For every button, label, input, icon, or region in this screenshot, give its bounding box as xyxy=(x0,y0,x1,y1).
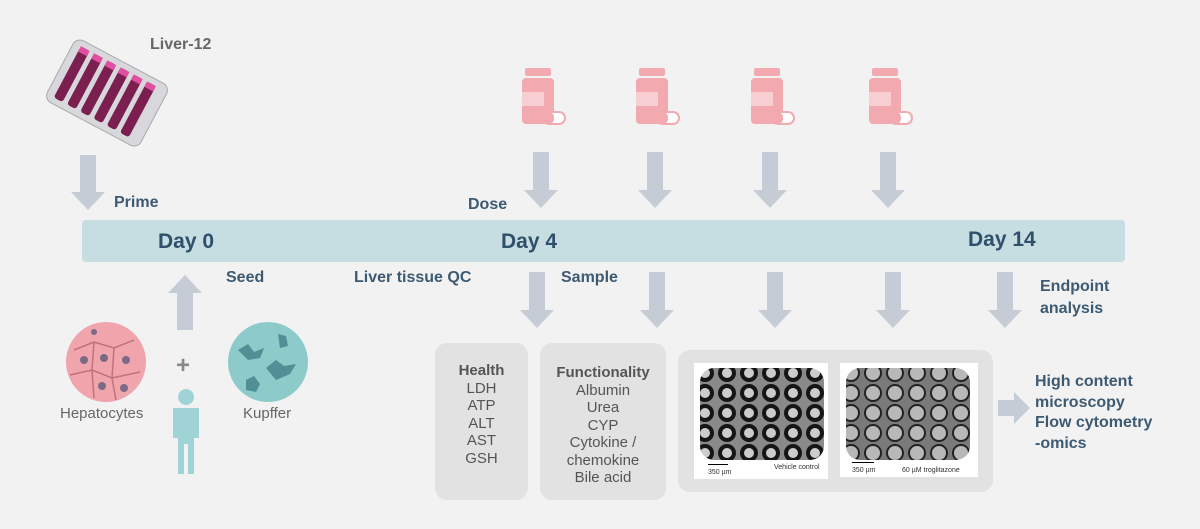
vehicle-control-image: 350 µm Vehicle control xyxy=(694,363,828,479)
vehicle-control-caption: Vehicle control xyxy=(774,464,820,471)
sample-arrow-icon xyxy=(520,272,554,328)
prime-arrow-icon xyxy=(71,155,105,210)
functionality-item: Albumin xyxy=(575,381,631,399)
endpoint-analysis-label: Endpoint analysis xyxy=(1040,278,1110,317)
seed-label: Seed xyxy=(226,269,265,286)
dose-arrow-icon xyxy=(638,152,672,208)
troglitazone-caption: 60 µM troglitazone xyxy=(902,467,960,474)
liver-tissue-qc-label: Liver tissue QC xyxy=(354,269,472,286)
prime-label: Prime xyxy=(114,194,159,211)
drug-bottle-icon xyxy=(751,68,795,125)
functionality-item: Bile acid xyxy=(574,469,632,486)
day-14-label: Day 14 xyxy=(968,228,1036,251)
dose-arrow-icon xyxy=(871,152,905,208)
sample-arrow-icon xyxy=(640,272,674,328)
day-0-label: Day 0 xyxy=(158,230,215,253)
kupffer-cells-icon xyxy=(228,322,308,402)
hepatocytes-label: Hepatocytes xyxy=(60,405,144,422)
output-item: microscopy xyxy=(1035,393,1125,411)
endpoint-outputs: High content microscopy Flow cytometry -… xyxy=(1035,372,1152,454)
up-arrow-icon xyxy=(168,275,202,330)
dose-label: Dose xyxy=(468,196,508,213)
sample-arrow-icon xyxy=(758,272,792,328)
dose-arrow-icon xyxy=(753,152,787,208)
device-label: Liver-12 xyxy=(150,36,212,53)
dose-arrow-icon xyxy=(524,152,558,208)
functionality-panel: Functionality Albumin Urea CYP Cytokine … xyxy=(540,343,666,500)
hepatocytes-icon xyxy=(66,322,146,402)
drug-bottle-icon xyxy=(522,68,566,125)
sample-label: Sample xyxy=(561,269,618,286)
health-item: GSH xyxy=(465,449,498,467)
kupffer-label: Kupffer xyxy=(243,405,292,422)
liver-12-plate-image xyxy=(46,39,168,147)
drug-bottle-icon xyxy=(636,68,680,125)
health-item: AST xyxy=(466,432,497,449)
drug-bottle-icon xyxy=(869,68,913,125)
right-arrow-icon xyxy=(998,392,1030,424)
health-item: LDH xyxy=(466,379,497,397)
output-item: High content xyxy=(1035,373,1133,390)
functionality-item: CYP xyxy=(587,416,619,434)
health-item: ALT xyxy=(468,414,495,432)
health-item: ATP xyxy=(467,397,496,414)
functionality-item: Cytokine / xyxy=(569,434,637,451)
functionality-title: Functionality xyxy=(556,364,650,381)
health-panel: Health LDH ATP ALT AST GSH xyxy=(435,343,528,500)
plus-sign: + xyxy=(176,352,191,379)
troglitazone-image: 350 µm 60 µM troglitazone xyxy=(840,363,978,477)
timeline-bar xyxy=(82,220,1125,262)
functionality-item: Urea xyxy=(586,399,620,416)
functionality-item: chemokine xyxy=(566,451,640,469)
health-title: Health xyxy=(458,362,505,379)
day-4-label: Day 4 xyxy=(501,230,558,253)
sample-arrow-icon xyxy=(876,272,910,328)
scale-bar-label: 350 µm xyxy=(708,469,732,476)
human-donor-icon xyxy=(173,389,199,474)
sample-arrow-icon xyxy=(988,272,1022,328)
output-item: Flow cytometry xyxy=(1035,414,1153,431)
scale-bar-label: 350 µm xyxy=(852,467,876,474)
output-item: -omics xyxy=(1035,434,1087,452)
